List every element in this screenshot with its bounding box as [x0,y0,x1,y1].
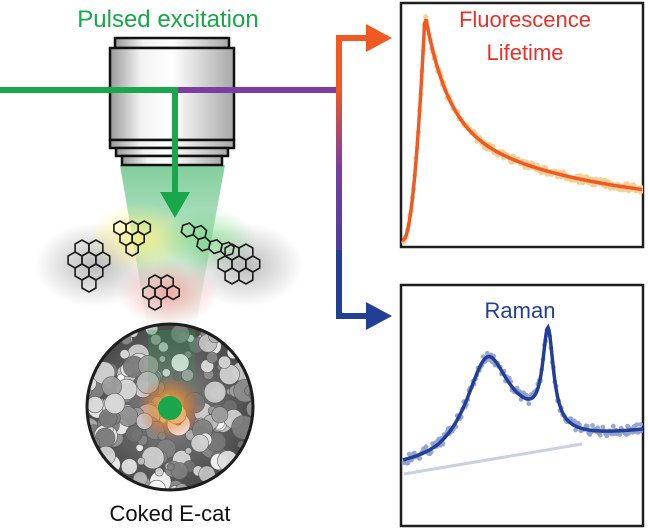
raman-title: Raman [485,298,556,323]
fluorescence-title-line1: Fluorescence [459,7,591,32]
sample-label: Coked E-cat [109,501,230,526]
arrow-icon [366,302,392,330]
raman-panel: Raman [399,283,645,528]
raman-baseline [403,442,583,476]
excitation-title: Pulsed excitation [77,6,258,33]
molecule-icon [67,220,261,311]
glow-red [118,258,218,326]
fluorescence-panel: Fluorescence Lifetime [399,1,645,249]
arrow-icon [366,24,392,52]
fluorescence-branch [336,35,372,93]
arrow-icon [160,192,190,218]
raman-branch [336,87,372,319]
catalyst-particle-icon [85,322,255,492]
glow-yellow [88,203,192,273]
fluorescence-title-line2: Lifetime [486,40,563,65]
